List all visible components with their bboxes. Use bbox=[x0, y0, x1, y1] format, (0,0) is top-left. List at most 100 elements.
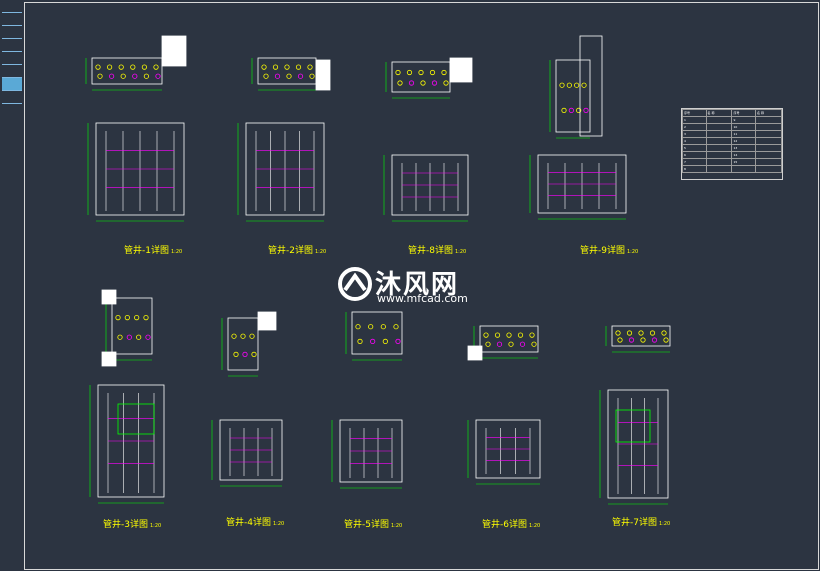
legend-cell: 12 bbox=[731, 137, 756, 145]
wall-block bbox=[315, 59, 331, 91]
drawing-border bbox=[24, 2, 819, 570]
legend-cell bbox=[754, 144, 783, 152]
legend-cell: 15 bbox=[731, 158, 756, 166]
watermark: 沐风网 www.mfcad.com bbox=[335, 262, 495, 312]
shaft-elevation-outline bbox=[219, 419, 283, 481]
pipe-symbol bbox=[574, 82, 580, 88]
pipe-symbol bbox=[519, 341, 526, 347]
pipe-symbol bbox=[617, 337, 623, 343]
legend-header: 序号 bbox=[682, 109, 707, 117]
pipe-symbol bbox=[295, 64, 302, 70]
pipe-symbol bbox=[357, 338, 363, 344]
pipe-symbol bbox=[251, 351, 257, 357]
legend-cell bbox=[705, 165, 733, 173]
shaft-elevation-outline bbox=[607, 389, 669, 499]
pipe-symbol bbox=[263, 73, 269, 79]
wall-block bbox=[467, 345, 483, 361]
legend-cell: 9 bbox=[731, 116, 756, 124]
pipe-symbol bbox=[153, 64, 159, 70]
pipe-symbol bbox=[517, 332, 524, 338]
pipe-symbol bbox=[370, 338, 376, 344]
pipe-symbol bbox=[559, 82, 565, 88]
pipe-symbol bbox=[508, 341, 514, 347]
legend-cell: 6 bbox=[682, 151, 707, 159]
legend-cell bbox=[754, 158, 783, 166]
pipe-symbol bbox=[443, 80, 449, 86]
legend-cell bbox=[754, 151, 783, 159]
wall-block bbox=[449, 57, 473, 83]
legend-cell: 2 bbox=[682, 123, 707, 131]
pipe-symbol bbox=[141, 64, 147, 70]
shaft-elevation-outline bbox=[537, 154, 627, 214]
pipe-symbol bbox=[124, 314, 130, 321]
pipe-symbol bbox=[120, 73, 126, 79]
legend-cell: 8 bbox=[682, 165, 707, 173]
pipe-symbol bbox=[531, 341, 537, 347]
legend-header: 序号 bbox=[731, 109, 756, 117]
wall-block bbox=[257, 311, 277, 331]
shaft-plan-outline bbox=[257, 57, 317, 85]
watermark-url: www.mfcad.com bbox=[377, 292, 468, 305]
pipe-symbol bbox=[568, 107, 574, 114]
pipe-symbol bbox=[95, 64, 101, 70]
access-panel bbox=[117, 403, 155, 435]
shaft-plan-outline bbox=[555, 59, 591, 133]
shaft-plan-outline bbox=[391, 61, 451, 93]
pipe-symbol bbox=[529, 332, 535, 338]
pipe-symbol bbox=[261, 64, 267, 70]
watermark-logo-icon bbox=[338, 267, 372, 301]
shaft-plan-outline bbox=[479, 325, 539, 353]
legend-cell bbox=[705, 144, 733, 152]
pipe-symbol bbox=[485, 341, 491, 347]
pipe-symbol bbox=[397, 80, 403, 86]
pipe-symbol bbox=[640, 337, 646, 343]
pipe-symbol bbox=[429, 69, 436, 76]
pipe-symbol bbox=[638, 330, 644, 336]
legend-cell bbox=[705, 151, 733, 159]
pipe-symbol bbox=[483, 332, 489, 338]
pipe-symbol bbox=[117, 334, 123, 340]
pipe-symbol bbox=[272, 64, 279, 70]
pipe-symbol bbox=[136, 334, 142, 340]
shaft-elevation-outline bbox=[97, 384, 165, 498]
legend-cell: 5 bbox=[682, 144, 707, 152]
shaft-elevation-outline bbox=[95, 122, 185, 216]
pipe-symbol bbox=[395, 338, 401, 344]
pipe-symbol bbox=[297, 73, 304, 79]
shaft-elevation-outline bbox=[339, 419, 403, 483]
legend-cell bbox=[705, 116, 733, 124]
pipe-symbol bbox=[155, 73, 161, 79]
pipe-symbol bbox=[561, 107, 567, 114]
shaft-elevation-outline bbox=[391, 154, 469, 216]
pipe-symbol bbox=[145, 334, 151, 340]
pipe-symbol bbox=[441, 69, 447, 76]
legend-cell bbox=[731, 165, 756, 173]
pipe-symbol bbox=[496, 341, 503, 347]
legend-cell: 14 bbox=[731, 151, 756, 159]
shaft-elevation-outline bbox=[245, 122, 325, 216]
pipe-symbol bbox=[649, 330, 656, 336]
legend-cell: 13 bbox=[731, 144, 756, 152]
legend-cell: 1 bbox=[682, 116, 707, 124]
legend-cell bbox=[705, 130, 733, 138]
pipe-symbol bbox=[274, 73, 281, 79]
pipe-symbol bbox=[97, 73, 103, 79]
pipe-symbol bbox=[380, 324, 386, 330]
title-strip bbox=[2, 0, 22, 106]
wall-block bbox=[101, 289, 117, 305]
pipe-symbol bbox=[309, 73, 315, 79]
legend-cell: 11 bbox=[731, 130, 756, 138]
legend-cell bbox=[754, 137, 783, 145]
legend-cell bbox=[754, 165, 783, 173]
wall-block bbox=[579, 35, 603, 137]
pipe-symbol bbox=[126, 334, 132, 340]
legend-cell bbox=[705, 123, 733, 131]
pipe-symbol bbox=[249, 333, 255, 339]
